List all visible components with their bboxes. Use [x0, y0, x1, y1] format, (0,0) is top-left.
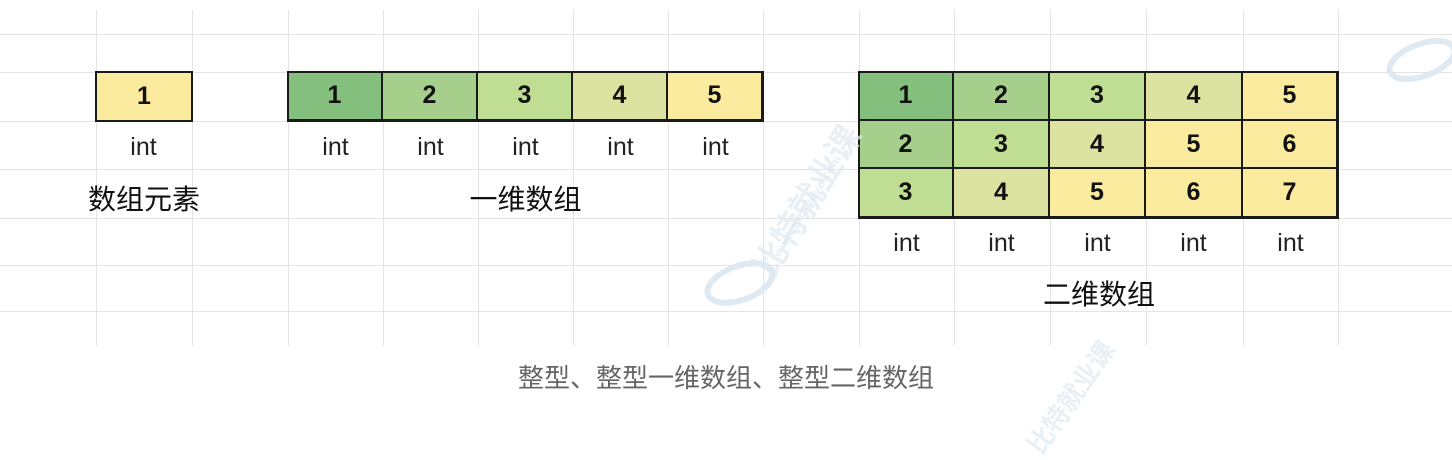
one-d-type: int	[512, 133, 539, 161]
one-d-cell: 3	[478, 72, 573, 121]
two-d-cell: 6	[1243, 121, 1338, 169]
element-label: 数组元素	[87, 183, 200, 216]
two-d-type: int	[893, 229, 920, 257]
two-d-cell: 2	[859, 121, 954, 169]
watermark-logo-icon-corner	[1386, 37, 1452, 83]
two-d-cell: 7	[1243, 169, 1338, 218]
watermark-text-bottom: 比特就业课	[1022, 336, 1122, 460]
two-d-type: int	[1277, 229, 1304, 257]
two-d-label: 二维数组	[1042, 278, 1155, 311]
element-cell: 1	[96, 72, 192, 121]
two-d-type: int	[1084, 229, 1111, 257]
one-d-cell: 5	[668, 72, 763, 121]
two-d-cell: 5	[1050, 169, 1146, 218]
two-d-cell: 1	[859, 72, 954, 121]
two-d-cell: 5	[1243, 72, 1338, 121]
two-d-cell: 3	[1050, 72, 1146, 121]
two-d-type: int	[1180, 229, 1207, 257]
one-d-cell: 1	[288, 72, 383, 121]
one-d-type: int	[607, 133, 634, 161]
watermark-logo-icon	[704, 260, 776, 306]
one-d-cell: 4	[573, 72, 668, 121]
two-d-cell: 4	[1146, 72, 1243, 121]
two-d-cell: 6	[1146, 169, 1243, 218]
one-d-type: int	[702, 133, 729, 161]
two-d-type: int	[988, 229, 1015, 257]
one-d-type: int	[322, 133, 349, 161]
two-d-cell: 3	[859, 169, 954, 218]
figure-caption: 整型、整型一维数组、整型二维数组	[517, 364, 934, 394]
two-d-cell: 5	[1146, 121, 1243, 169]
two-d-cell: 2	[954, 72, 1050, 121]
one-d-cell: 2	[383, 72, 478, 121]
element-type: int	[130, 133, 157, 161]
two-d-cell: 4	[1050, 121, 1146, 169]
two-d-cell: 3	[954, 121, 1050, 169]
one-d-type: int	[417, 133, 444, 161]
one-d-label: 一维数组	[469, 183, 582, 216]
two-d-cell: 4	[954, 169, 1050, 218]
